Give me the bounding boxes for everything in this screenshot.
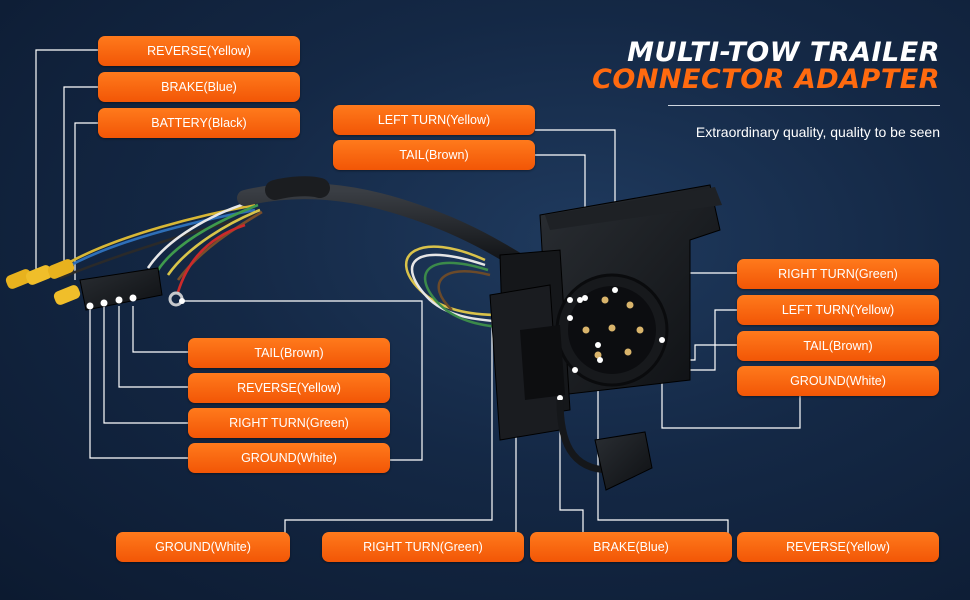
label-four-pin-ground: GROUND(White) [188,443,390,473]
label-right-ground: GROUND(White) [737,366,939,396]
cable-sheath [265,176,330,200]
ring-terminal [168,291,185,307]
label-four-pin-reverse: REVERSE(Yellow) [188,373,390,403]
title-line-2: CONNECTOR ADAPTER [592,64,940,95]
label-four-pin-right-turn: RIGHT TURN(Green) [188,408,390,438]
label-right-tail: TAIL(Brown) [737,331,939,361]
label-tail-brown: TAIL(Brown) [333,140,535,170]
label-right-left-turn: LEFT TURN(Yellow) [737,295,939,325]
label-reverse-yellow: REVERSE(Yellow) [98,36,300,66]
title-line-1: MULTI-TOW TRAILER [627,37,940,68]
seven-way-adapter [489,184,722,441]
small-flat-plug [594,431,653,491]
butt-connectors [5,259,81,305]
four-pin-connector [79,267,163,311]
label-bottom-reverse: REVERSE(Yellow) [737,532,939,562]
label-four-pin-tail: TAIL(Brown) [188,338,390,368]
label-brake-blue: BRAKE(Blue) [98,72,300,102]
label-bottom-brake: BRAKE(Blue) [530,532,732,562]
label-right-right-turn: RIGHT TURN(Green) [737,259,939,289]
label-left-turn-yellow: LEFT TURN(Yellow) [333,105,535,135]
left-wire-bundle [59,198,263,293]
label-bottom-ground: GROUND(White) [116,532,290,562]
main-cable [237,183,528,270]
tagline: Extraordinary quality, quality to be see… [695,124,940,140]
label-battery-black: BATTERY(Black) [98,108,300,138]
title-divider [668,105,940,106]
plug-cable [556,399,611,474]
label-bottom-right-turn: RIGHT TURN(Green) [322,532,524,562]
adapter-wires [405,245,509,330]
